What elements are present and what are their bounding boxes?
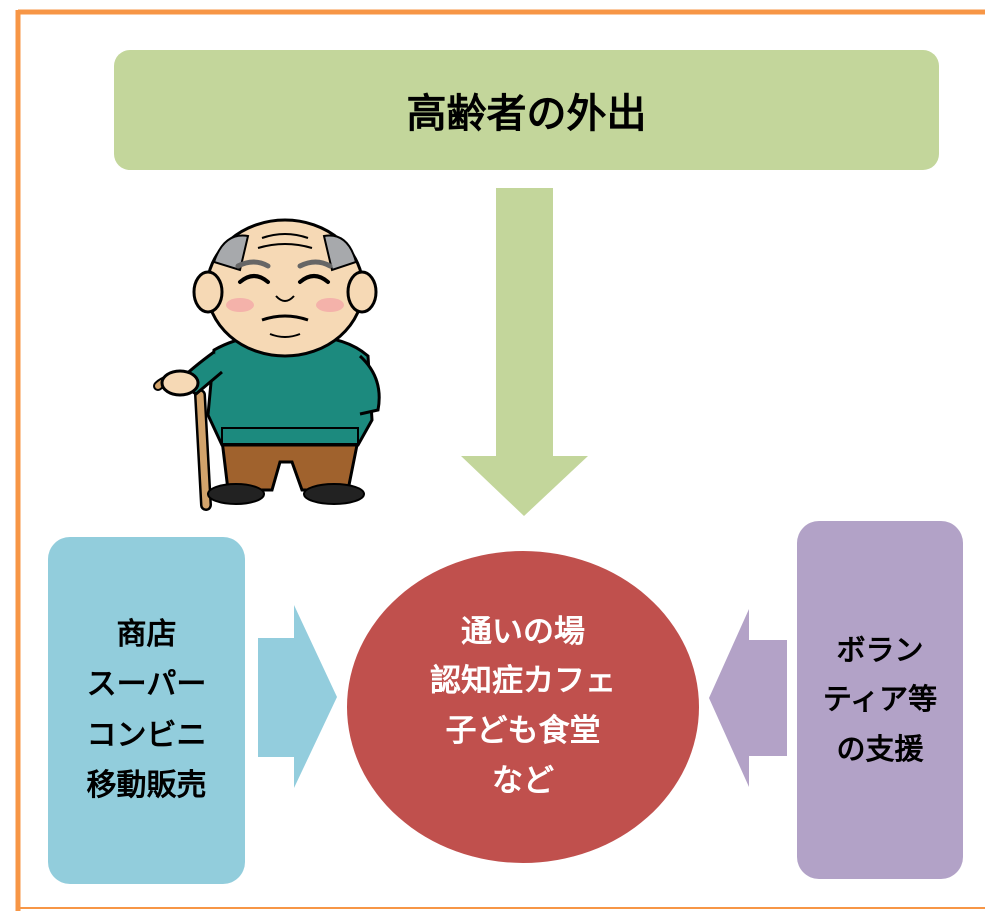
right-box bbox=[797, 521, 963, 879]
left-line-3: コンビニ bbox=[86, 717, 207, 753]
left-line-2: スーパー bbox=[86, 667, 207, 703]
elderly-man-icon bbox=[153, 218, 381, 511]
right-line-1: ボラン bbox=[836, 633, 924, 668]
right-line-3: の支援 bbox=[836, 731, 924, 766]
left-line-4: 移動販売 bbox=[86, 767, 207, 803]
title-box bbox=[114, 50, 939, 170]
left-box-label: 商店 スーパー コンビニ 移動販売 bbox=[48, 537, 245, 884]
center-line-2: 認知症カフェ bbox=[430, 663, 616, 700]
center-label: 通いの場 認知症カフェ 子ども食堂 など bbox=[347, 551, 699, 863]
center-line-3: 子ども食堂 bbox=[445, 713, 601, 749]
down-arrow bbox=[461, 188, 588, 516]
right-box-label: ボラン ティア等 の支援 bbox=[797, 521, 963, 879]
center-line-1: 通いの場 bbox=[461, 613, 585, 650]
left-box bbox=[48, 537, 245, 884]
title: 高齢者の外出 bbox=[406, 91, 647, 137]
center-circle bbox=[347, 551, 699, 863]
center-line-4: など bbox=[492, 762, 554, 799]
left-line-1: 商店 bbox=[116, 616, 177, 652]
right-line-2: ティア等 bbox=[822, 682, 938, 717]
left-arrow bbox=[258, 605, 337, 788]
right-arrow bbox=[709, 609, 787, 787]
